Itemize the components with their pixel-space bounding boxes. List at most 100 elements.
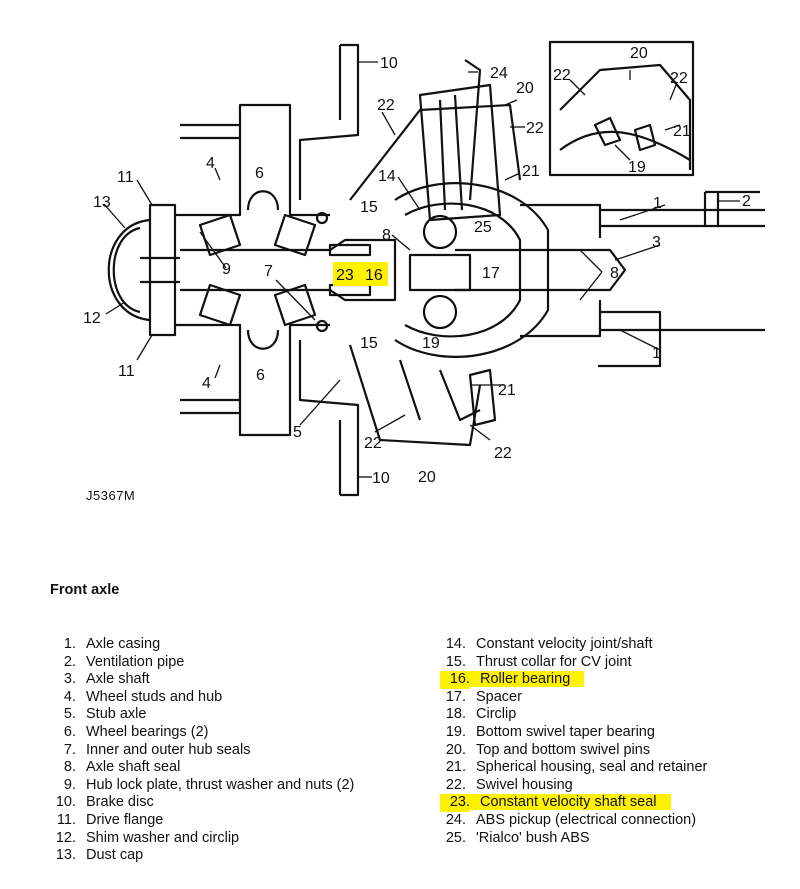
figure-code: J5367M <box>86 488 136 503</box>
legend-item: 6. Wheel bearings (2) <box>50 724 354 742</box>
legend-item-number: 7. <box>63 741 76 758</box>
callout-22-right: 22 <box>526 120 544 137</box>
callout-17: 17 <box>482 265 500 282</box>
legend-item-number: 14. <box>445 636 466 652</box>
figure-heading: Front axle <box>50 582 120 598</box>
legend-item: 14. Constant velocity joint/shaft <box>440 636 707 654</box>
legend-item: 1. Axle casing <box>50 636 354 654</box>
legend-item: 15. Thrust collar for CV joint <box>440 654 707 672</box>
callout-1-top: 1 <box>653 195 662 212</box>
legend-item: 7.Inner and outer hub seals <box>50 742 354 760</box>
legend-item: 25. 'Rialco' bush ABS <box>440 830 707 848</box>
callout-19-main: 19 <box>422 335 440 352</box>
legend-item-number: 17. <box>445 688 466 705</box>
callout-21-main: 21 <box>522 163 540 180</box>
legend-item-label: Axle casing <box>86 636 161 652</box>
callout-22-inset-right: 22 <box>670 70 688 87</box>
callout-12: 12 <box>83 310 101 327</box>
legend-item-label: Axle shaft seal <box>86 759 181 776</box>
legend-item-number: 24. <box>445 811 466 828</box>
legend-item-label: Top and bottom swivel pins <box>476 741 651 758</box>
legend-item: 16.Roller bearing <box>440 671 707 689</box>
callout-3: 3 <box>652 234 661 251</box>
callout-22-bottom-left: 22 <box>364 435 382 452</box>
callout-15-top: 15 <box>360 199 378 216</box>
legend-item-number: 18. <box>445 706 466 723</box>
legend-item-label: Stub axle <box>86 706 147 723</box>
legend-item-label: Roller bearing <box>470 671 585 688</box>
legend-item: 11. Drive flange <box>50 812 354 830</box>
legend-item: 3. Axle shaft <box>50 671 354 689</box>
legend-item-number: 8. <box>63 759 76 776</box>
legend-item-number: 22. <box>445 776 466 793</box>
callout-11-bottom: 11 <box>118 363 135 380</box>
callout-14: 14 <box>378 168 396 185</box>
callout-5: 5 <box>293 424 302 441</box>
legend-item-number: 6. <box>63 723 76 740</box>
legend-item-label: Shim washer and circlip <box>86 829 240 846</box>
legend-item-number: 10. <box>55 794 76 811</box>
legend-item-number: 1. <box>63 636 76 652</box>
callout-8-right: 8 <box>610 265 619 282</box>
callout-24: 24 <box>490 65 508 82</box>
callout-19-inset: 19 <box>628 159 646 176</box>
legend-item-label: Constant velocity shaft seal <box>470 794 671 811</box>
legend-item-label: Axle shaft <box>86 671 150 688</box>
legend-item-label: Thrust collar for CV joint <box>476 653 632 670</box>
legend-item-label: Hub lock plate, thrust washer and nuts (… <box>86 776 355 793</box>
callout-20-top: 20 <box>516 80 534 97</box>
legend-item: 9.Hub lock plate, thrust washer and nuts… <box>50 777 354 795</box>
callout-9: 9 <box>222 261 231 278</box>
callout-25: 25 <box>474 219 492 236</box>
callout-22-top: 22 <box>377 97 395 114</box>
front-axle-diagram: 10 10 1 1 2 3 4 4 5 6 6 7 8 8 9 11 11 12… <box>83 40 765 497</box>
legend-right-column: 14. Constant velocity joint/shaft 15. Thrus… <box>440 636 707 847</box>
callout-21-inset: 21 <box>673 123 691 140</box>
callout-21-bottom: 21 <box>498 382 516 399</box>
legend-item: 21.Spherical housing, seal and retainer <box>440 759 708 777</box>
legend-item-number: 19. <box>445 723 466 740</box>
legend-item-number: 20. <box>445 741 466 758</box>
legend-item-number: 3. <box>63 671 76 688</box>
legend-item-label: Ventilation pipe <box>86 653 185 670</box>
legend-item: 17. Spacer <box>440 689 707 707</box>
legend-item-number: 13. <box>55 847 76 864</box>
legend-item-label: ABS pickup (electrical connection) <box>476 811 697 828</box>
legend-item-label: Wheel bearings (2) <box>86 723 209 740</box>
legend-item-number: 12. <box>55 829 76 846</box>
legend-item-label: Spacer <box>476 688 522 705</box>
legend-item: 23.Constant velocity shaft seal <box>440 794 707 812</box>
callout-2: 2 <box>742 193 751 210</box>
legend-item-label: Circlip <box>476 706 517 723</box>
legend-item-number: 25. <box>445 829 466 846</box>
legend-item: 2. Ventilation pipe <box>50 654 354 672</box>
callout-7: 7 <box>264 263 273 280</box>
legend-item: 8. Axle shaft seal <box>50 759 354 777</box>
legend-item-label: Drive flange <box>86 811 164 828</box>
legend-item-label: Swivel housing <box>476 776 573 793</box>
callout-15-bottom: 15 <box>360 335 378 352</box>
legend-item: 18. Circlip <box>440 706 707 724</box>
legend-item-number: 15. <box>445 653 466 670</box>
legend-item: 22. Swivel housing <box>440 777 707 795</box>
legend-item-label: 'Rialco' bush ABS <box>476 829 590 846</box>
legend-left-column: 1. Axle casing 2. Ventilation pipe 3. Axle sh… <box>50 636 355 865</box>
legend-item: 12. Shim washer and circlip <box>50 830 354 848</box>
legend-item-label: Constant velocity joint/shaft <box>476 636 653 652</box>
legend-item-number: 2. <box>63 653 76 670</box>
legend-item-number: 23. <box>440 794 470 812</box>
legend-item-number: 11. <box>56 811 76 828</box>
legend-item-number: 16. <box>440 671 470 689</box>
callout-20-bottom: 20 <box>418 469 436 486</box>
legend-item: 13.Dust cap <box>50 847 354 865</box>
legend-item-label: Spherical housing, seal and retainer <box>476 759 708 776</box>
legend-item-number: 5. <box>63 706 76 723</box>
callout-22-inset-left: 22 <box>553 67 571 84</box>
callout-4-top: 4 <box>206 155 215 172</box>
legend-item: 20. Top and bottom swivel pins <box>440 742 707 760</box>
callout-22-bottom-right: 22 <box>494 445 512 462</box>
legend-item-number: 4. <box>63 688 76 705</box>
callout-10-top: 10 <box>380 55 398 72</box>
callout-13: 13 <box>93 194 111 211</box>
legend-item-label: Brake disc <box>86 794 154 811</box>
